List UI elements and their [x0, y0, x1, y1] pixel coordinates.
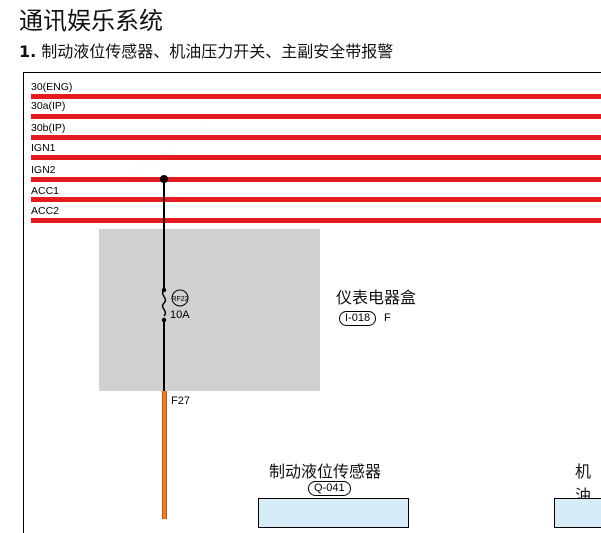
relay-box-name: 仪表电器盒: [336, 288, 417, 307]
section-title-text: 制动液位传感器、机油压力开关、主副安全带报警: [36, 42, 394, 61]
bus-line-30eng: [31, 94, 601, 99]
brake-fluid-sensor-connector: Q-041: [308, 481, 351, 496]
junction-dot: [160, 175, 168, 183]
bus-label-ign2: IGN2: [31, 164, 56, 176]
oil-pressure-switch-box: [554, 498, 601, 528]
diagram-frame: [23, 72, 601, 533]
bus-line-30bip: [31, 135, 601, 140]
bus-line-acc1: [31, 197, 601, 202]
bus-line-ign2: [31, 177, 601, 182]
bus-label-30aip: 30a(IP): [31, 100, 66, 112]
bus-line-ign1: [31, 155, 601, 160]
relay-box-connector: I-018: [339, 311, 377, 326]
bus-label-30eng: 30(ENG): [31, 81, 73, 93]
pin-label-f27: F27: [171, 395, 190, 407]
bus-label-30bip: 30b(IP): [31, 122, 66, 134]
wire-fuse-to-pin: [163, 322, 165, 392]
relay-box: [99, 229, 320, 391]
bus-line-acc2: [31, 218, 601, 223]
relay-box-connector-suffix: F: [384, 312, 391, 324]
section-title: 1. 制动液位传感器、机油压力开关、主副安全带报警: [19, 41, 393, 63]
fuse-rating: 10A: [170, 309, 190, 321]
brake-fluid-sensor-box: [258, 498, 409, 528]
wire-orange: [162, 391, 167, 519]
fuse-icon: RF22: [161, 287, 189, 323]
bus-label-acc2: ACC2: [31, 205, 60, 217]
bus-label-ign1: IGN1: [31, 142, 56, 154]
fuse-id-text: RF22: [171, 296, 188, 303]
section-number: 1.: [19, 42, 37, 61]
bus-line-30aip: [31, 114, 601, 119]
bus-label-acc1: ACC1: [31, 185, 60, 197]
brake-fluid-sensor-name: 制动液位传感器: [269, 462, 382, 481]
page-title: 通讯娱乐系统: [19, 7, 163, 35]
wire-ign2-to-fuse: [163, 179, 165, 290]
